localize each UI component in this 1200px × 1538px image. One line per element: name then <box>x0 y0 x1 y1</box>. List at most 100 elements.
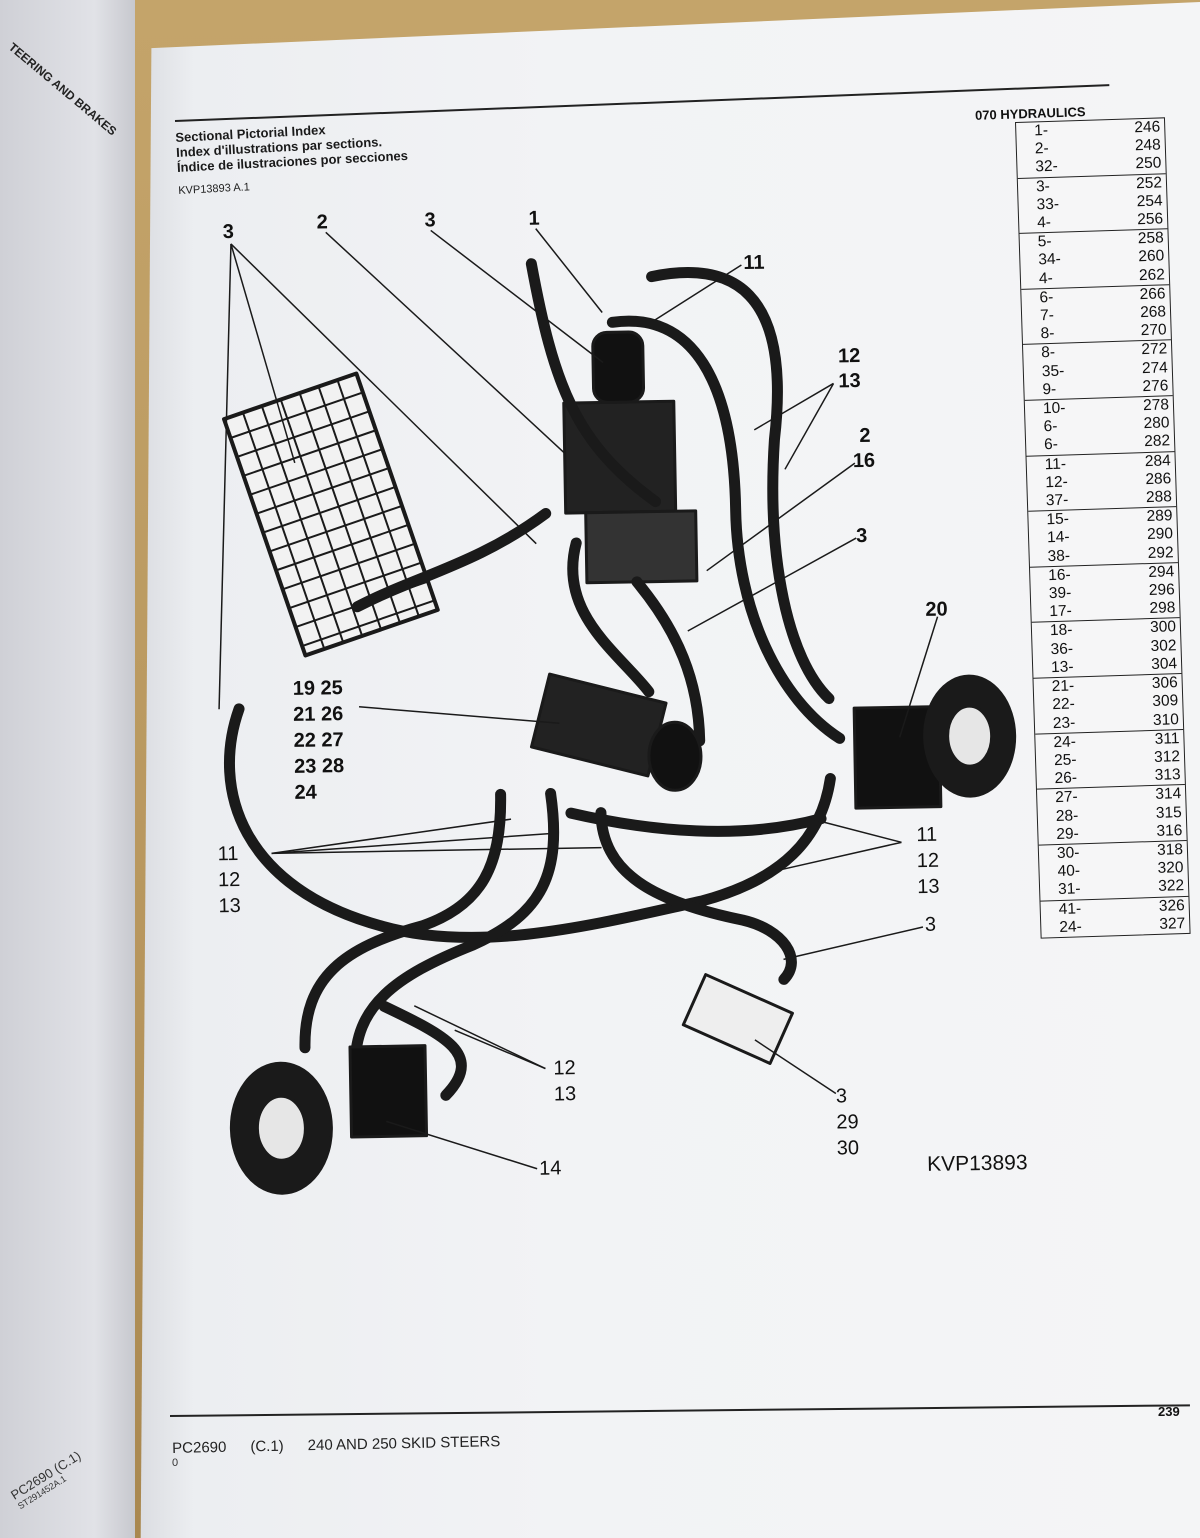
oil-cooler <box>222 371 440 658</box>
callout-11-top: 11 <box>743 251 765 275</box>
index-row-item: 29- <box>1056 825 1080 843</box>
index-row-page: 298 <box>1149 599 1176 618</box>
index-row-page: 327 <box>1159 914 1186 933</box>
index-row-item: 21- <box>1051 677 1075 696</box>
index-row-page: 280 <box>1143 414 1170 433</box>
index-row-page: 282 <box>1143 432 1171 451</box>
index-row-item: 9- <box>1042 380 1057 399</box>
callout-3-topleft: 3 <box>222 220 235 244</box>
index-row-page: 248 <box>1134 136 1162 155</box>
callout-group-pump-line: 22 27 <box>293 729 344 752</box>
callout-group-bottom: 12 13 <box>553 1055 576 1107</box>
left-page-header: TEERING AND BRAKES <box>6 40 120 139</box>
index-row-page: 314 <box>1155 785 1182 804</box>
callout-group-pump-line: 21 26 <box>292 703 344 726</box>
callout-group-right-line: 13 <box>917 875 940 899</box>
hydraulic-hoses <box>223 258 846 1101</box>
index-row-page: 296 <box>1148 581 1176 600</box>
index-row-page: 304 <box>1150 655 1178 673</box>
index-row-page: 284 <box>1144 451 1171 470</box>
index-row-item: 8- <box>1040 325 1055 343</box>
index-row-item: 4- <box>1036 213 1052 232</box>
index-row-page: 274 <box>1141 358 1169 377</box>
drive-motor-right <box>852 674 1017 810</box>
index-row-item: 17- <box>1049 602 1073 621</box>
callout-group-bottom-line: 13 <box>553 1083 577 1106</box>
callout-3-lowright: 3 <box>924 913 937 936</box>
callout-group-right-line: 12 <box>916 849 940 873</box>
callout-group-valve: 3 29 30 <box>836 1083 860 1161</box>
callout-group-left-line: 11 <box>217 842 239 866</box>
index-row-item: 8- <box>1041 344 1056 362</box>
callout-group-pump: 19 25 21 26 22 27 23 28 24 <box>292 675 345 806</box>
index-row-page: 320 <box>1157 859 1184 878</box>
callout-3-mid: 3 <box>855 524 868 548</box>
index-row-item: 12- <box>1045 473 1069 492</box>
index-row-page: 318 <box>1156 841 1184 859</box>
index-row-page: 300 <box>1149 618 1177 637</box>
index-row-item: 31- <box>1057 880 1081 899</box>
index-row-item: 32- <box>1035 158 1059 176</box>
hydraulic-diagram: 3 2 3 1 11 12 13 2 16 3 20 19 25 21 26 2… <box>170 175 1048 1210</box>
index-row-item: 11- <box>1044 455 1067 473</box>
hydrostatic-pump <box>529 672 703 792</box>
callout-group-left-line: 12 <box>217 868 241 892</box>
index-row-page: 322 <box>1157 877 1185 896</box>
index-row-page: 262 <box>1138 265 1166 284</box>
index-row-page: 286 <box>1145 470 1172 488</box>
index-row-item: 18- <box>1049 621 1073 640</box>
index-row-item: 24- <box>1053 733 1077 751</box>
index-row-page: 278 <box>1142 396 1170 415</box>
index-row-page: 256 <box>1136 210 1164 229</box>
index-row-item: 16- <box>1047 566 1071 585</box>
index-row-item: 28- <box>1055 806 1079 825</box>
index-row-page: 270 <box>1140 321 1167 340</box>
callout-group-right-line: 11 <box>916 823 938 847</box>
index-row: 24- 327 <box>1041 915 1189 938</box>
index-row-page: 290 <box>1146 525 1174 544</box>
footer-sub: 0 <box>172 1457 179 1469</box>
callout-group-valve-line: 30 <box>836 1137 860 1160</box>
callout-20: 20 <box>925 598 948 621</box>
index-row-item: 40- <box>1057 862 1081 881</box>
drive-motor-left <box>229 1044 429 1195</box>
hydraulic-diagram-art <box>218 228 1017 1195</box>
index-row-item: 36- <box>1050 640 1074 658</box>
index-row-item: 24- <box>1059 918 1082 936</box>
callout-group-bottom-line: 12 <box>553 1057 576 1080</box>
index-row-page: 260 <box>1138 247 1165 266</box>
left-page-footer: PC2690 (C.1) ST291452A.1 <box>8 1448 89 1511</box>
index-row-item: 38- <box>1047 547 1071 565</box>
index-row-page: 311 <box>1154 729 1180 748</box>
left-page: TEERING AND BRAKES PC2690 (C.1) ST291452… <box>0 0 135 1538</box>
index-row-page: 288 <box>1145 488 1173 507</box>
callout-2-right: 2 <box>859 424 871 448</box>
index-row-item: 7- <box>1039 306 1055 325</box>
index-row-page: 258 <box>1137 229 1164 248</box>
index-row-page: 268 <box>1139 303 1167 322</box>
index-row-item: 22- <box>1052 695 1075 714</box>
index-row-item: 23- <box>1052 713 1076 732</box>
index-row-item: 33- <box>1036 195 1060 214</box>
leader-lines <box>218 228 939 1170</box>
callout-14: 14 <box>538 1157 562 1180</box>
index-row-item: 15- <box>1046 510 1070 529</box>
index-row-page: 252 <box>1135 174 1163 192</box>
callout-group-valve-line: 3 <box>835 1085 848 1108</box>
index-row-item: 35- <box>1041 362 1065 380</box>
index-row-item: 13- <box>1050 658 1074 677</box>
index-row-item: 6- <box>1043 436 1059 454</box>
index-row-item: 34- <box>1038 251 1062 269</box>
index-row-item: 3- <box>1035 177 1051 195</box>
callout-group-right: 11 12 13 <box>916 822 940 900</box>
index-row-page: 312 <box>1153 748 1181 766</box>
index-row-page: 266 <box>1139 285 1166 303</box>
